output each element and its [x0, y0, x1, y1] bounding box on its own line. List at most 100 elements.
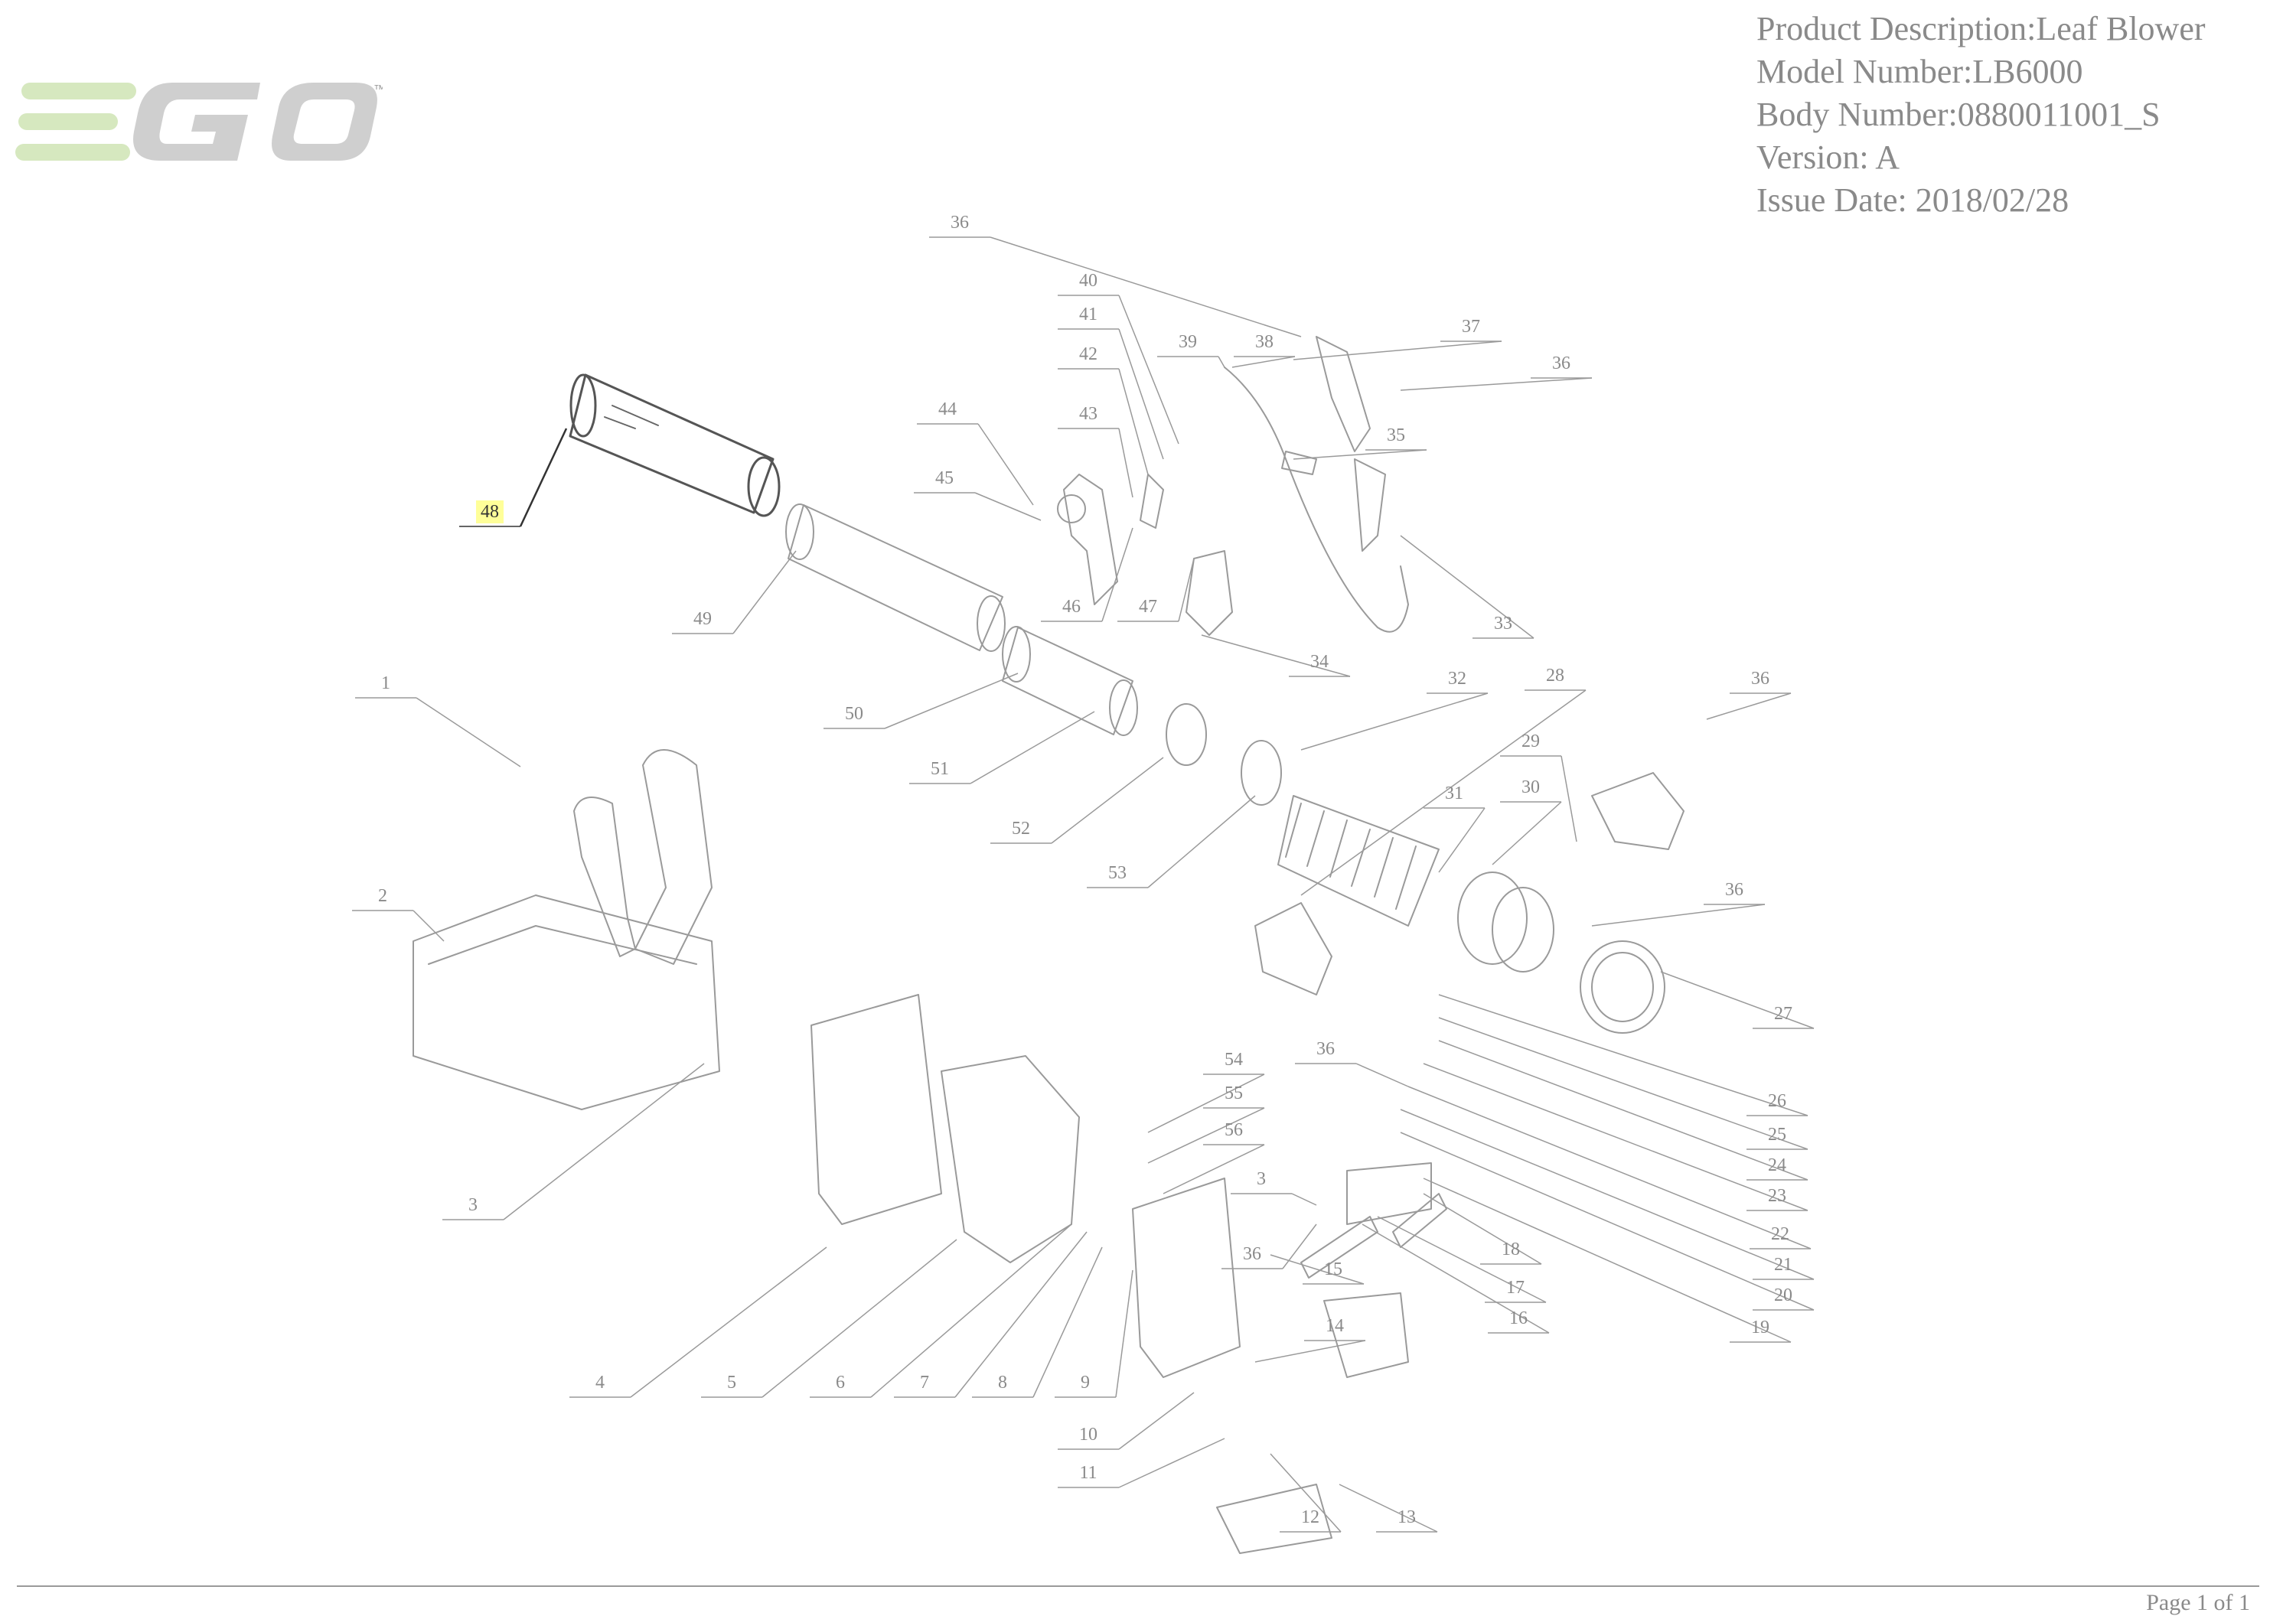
part-callout[interactable]: 33 [1494, 614, 1512, 634]
part-callout[interactable]: 44 [938, 399, 957, 419]
leader-line [1163, 1144, 1265, 1194]
leader-line [970, 711, 1095, 784]
base-drawing [1216, 1484, 1332, 1554]
leader-line [1291, 1193, 1317, 1206]
leader-line [1101, 527, 1133, 622]
part-callout[interactable]: 21 [1774, 1255, 1792, 1275]
part-callout[interactable]: 14 [1326, 1316, 1344, 1336]
part-callout[interactable]: 5 [727, 1373, 736, 1393]
part-callout[interactable]: 20 [1774, 1285, 1792, 1305]
part-callout[interactable]: 54 [1225, 1050, 1243, 1070]
part-callout[interactable]: 26 [1768, 1091, 1786, 1111]
leader-line [732, 550, 797, 634]
part-callout[interactable]: 18 [1502, 1240, 1520, 1259]
part-callout[interactable]: 3 [468, 1195, 478, 1215]
leader-line [1492, 801, 1562, 865]
leader-line [762, 1239, 957, 1398]
part-callout[interactable]: 56 [1225, 1120, 1243, 1140]
leader-line [1051, 757, 1164, 844]
leader-line [1032, 1246, 1103, 1398]
part-callout[interactable]: 11 [1079, 1463, 1097, 1483]
part-callout[interactable]: 50 [845, 704, 863, 724]
part-callout[interactable]: 23 [1768, 1186, 1786, 1206]
leader-line [1118, 1438, 1225, 1488]
part-callout[interactable]: 49 [693, 609, 712, 629]
part-callout[interactable]: 39 [1179, 332, 1197, 352]
part-callout[interactable]: 28 [1546, 666, 1564, 686]
part-callout[interactable]: 35 [1387, 425, 1405, 445]
logo-o-icon [272, 83, 377, 161]
part-callout[interactable]: 29 [1521, 731, 1540, 751]
leader-line [1438, 994, 1808, 1116]
leader-line [954, 1231, 1088, 1398]
part-callout-selected[interactable]: 48 [481, 502, 499, 522]
leader-line [1706, 692, 1792, 720]
part-callout[interactable]: 40 [1079, 271, 1097, 291]
page-number: Page 1 of 1 [2146, 1590, 2250, 1615]
trademark-mark: ™ [373, 83, 383, 96]
part-callout[interactable]: 37 [1462, 317, 1480, 337]
part-callout[interactable]: 36 [1243, 1244, 1261, 1264]
part-callout[interactable]: 16 [1509, 1308, 1528, 1328]
part-callout[interactable]: 2 [378, 886, 387, 906]
part-callout[interactable]: 36 [1552, 354, 1570, 373]
part-callout[interactable]: 32 [1448, 669, 1466, 689]
ego-logo: ™ [15, 83, 383, 161]
leader-line [1270, 1254, 1365, 1285]
part-callout[interactable]: 46 [1062, 597, 1081, 617]
part-callout[interactable]: 42 [1079, 344, 1097, 364]
part-callout[interactable]: 36 [1316, 1039, 1335, 1059]
part-callout[interactable]: 1 [381, 673, 390, 693]
part-callout[interactable]: 41 [1079, 305, 1097, 324]
part-callout[interactable]: 53 [1108, 863, 1127, 883]
part-callout[interactable]: 36 [1751, 669, 1769, 689]
part-callout[interactable]: 25 [1768, 1125, 1786, 1145]
part-callout[interactable]: 17 [1506, 1278, 1525, 1298]
leader-line [1178, 558, 1195, 622]
part-callout[interactable]: 36 [951, 213, 969, 233]
leader-line [1147, 1074, 1265, 1133]
leader-line [1118, 428, 1133, 498]
part-callout[interactable]: 6 [836, 1373, 845, 1393]
part-callout[interactable]: 36 [1725, 880, 1743, 900]
part-callout[interactable]: 31 [1445, 784, 1463, 803]
part-callout[interactable]: 43 [1079, 404, 1097, 424]
part-callout[interactable]: 47 [1139, 597, 1157, 617]
part-callout[interactable]: 27 [1774, 1004, 1792, 1024]
leader-line [519, 428, 568, 527]
part-callout[interactable]: 7 [920, 1373, 929, 1393]
leader-line [884, 673, 1019, 729]
part-callout[interactable]: 45 [935, 468, 954, 488]
part-callout[interactable]: 51 [931, 759, 949, 779]
model-number: Model Number:LB6000 [1756, 53, 2083, 90]
part-callout[interactable]: 10 [1079, 1425, 1097, 1445]
part-callout[interactable]: 52 [1012, 819, 1030, 839]
part-callout[interactable]: 24 [1768, 1155, 1786, 1175]
product-info-block: Product Description:Leaf Blower Model Nu… [1756, 8, 2277, 222]
part-callout[interactable]: 30 [1521, 777, 1540, 797]
part-callout[interactable]: 19 [1751, 1318, 1769, 1337]
leader-line [977, 423, 1034, 506]
footer-divider [17, 1585, 2259, 1587]
leader-line [1118, 368, 1149, 475]
leader-line [1218, 356, 1225, 368]
part-callout[interactable]: 12 [1301, 1507, 1319, 1527]
part-callout[interactable]: 13 [1397, 1507, 1416, 1527]
leader-line [1362, 1223, 1550, 1334]
part-callout[interactable]: 4 [595, 1373, 605, 1393]
issue-date: Issue Date: 2018/02/28 [1756, 181, 2069, 219]
part-callout[interactable]: 9 [1081, 1373, 1090, 1393]
part-callout[interactable]: 34 [1310, 652, 1329, 672]
body-number: Body Number:0880011001_S [1756, 96, 2161, 133]
selected-part-highlight [476, 500, 504, 523]
leader-line [503, 1063, 705, 1220]
product-description: Product Description:Leaf Blower [1756, 10, 2206, 47]
part-callout[interactable]: 8 [998, 1373, 1007, 1393]
part-callout[interactable]: 55 [1225, 1083, 1243, 1103]
part-callout[interactable]: 3 [1257, 1169, 1266, 1189]
part-callout[interactable]: 38 [1255, 332, 1274, 352]
leader-line [1118, 295, 1179, 445]
part-callout[interactable]: 22 [1771, 1224, 1789, 1244]
part-callout[interactable]: 15 [1324, 1259, 1342, 1279]
